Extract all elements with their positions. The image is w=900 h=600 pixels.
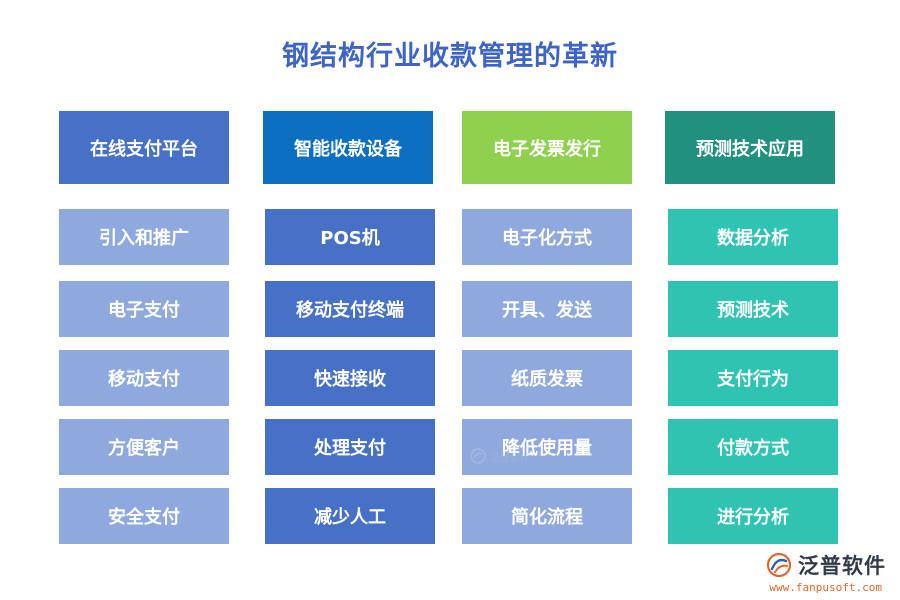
column3-item: 简化流程 xyxy=(462,488,632,544)
watermark-text: 泛普软件 xyxy=(490,452,530,464)
column2-item: 减少人工 xyxy=(265,488,435,544)
watermark-logo-icon xyxy=(470,448,486,464)
column1-item: 安全支付 xyxy=(59,488,229,544)
column1-item: 方便客户 xyxy=(59,419,229,475)
watermark: 泛普软件 xyxy=(470,448,530,464)
column4-item: 预测技术 xyxy=(668,281,838,337)
column2-item: POS机 xyxy=(265,209,435,265)
brand-name: 泛普软件 xyxy=(798,554,886,578)
column4-item: 付款方式 xyxy=(668,419,838,475)
fanpu-logo-icon xyxy=(766,552,792,578)
column3-item: 纸质发票 xyxy=(462,350,632,406)
column3-item: 电子化方式 xyxy=(462,209,632,265)
column2-item: 处理支付 xyxy=(265,419,435,475)
column1-item: 移动支付 xyxy=(59,350,229,406)
brand-url: www.fanpusoft.com xyxy=(769,581,882,594)
column4-item: 进行分析 xyxy=(668,488,838,544)
column4-item: 支付行为 xyxy=(668,350,838,406)
column3-item: 降低使用量 xyxy=(462,419,632,475)
brand-logo: 泛普软件 xyxy=(766,550,886,580)
column-header-online-payment: 在线支付平台 xyxy=(59,111,229,184)
column3-item: 开具、发送 xyxy=(462,281,632,337)
page-title: 钢结构行业收款管理的革新 xyxy=(282,41,618,72)
column2-item: 移动支付终端 xyxy=(265,281,435,337)
column1-item: 引入和推广 xyxy=(59,209,229,265)
column-header-e-invoice: 电子发票发行 xyxy=(462,111,632,184)
column1-item: 电子支付 xyxy=(59,281,229,337)
column4-item: 数据分析 xyxy=(668,209,838,265)
column-header-forecast-tech: 预测技术应用 xyxy=(665,111,835,184)
column2-item: 快速接收 xyxy=(265,350,435,406)
column-header-smart-devices: 智能收款设备 xyxy=(263,111,433,184)
